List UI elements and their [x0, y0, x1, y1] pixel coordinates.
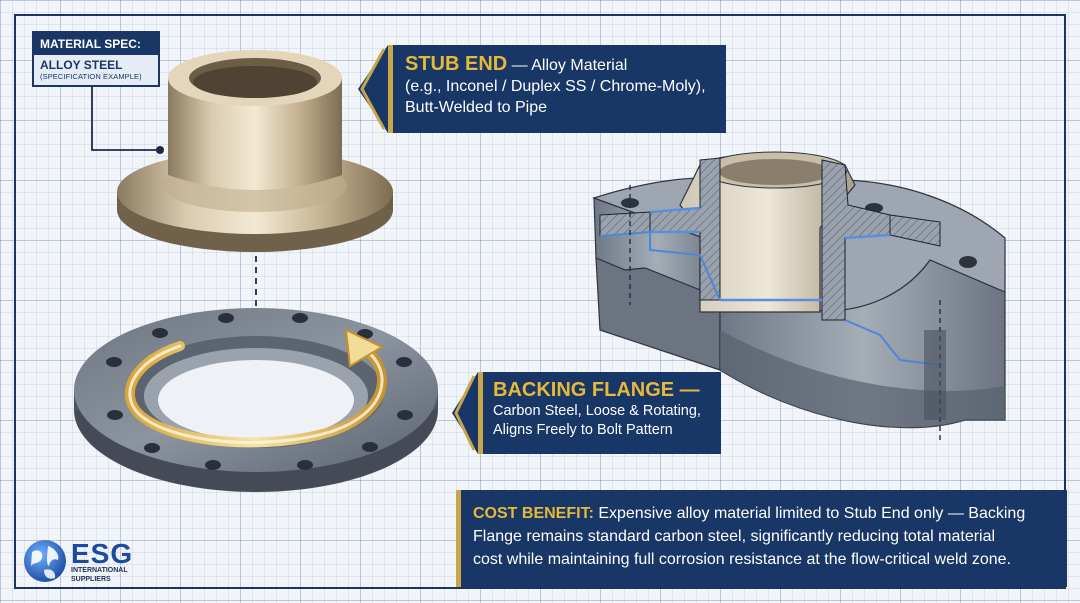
logo-line2: SUPPLIERS — [71, 576, 111, 583]
stub-end-line1: STUB END — Alloy Material — [405, 54, 714, 76]
cost-benefit-title: COST BENEFIT: — [473, 505, 594, 522]
logo-line1: INTERNATIONAL — [71, 567, 128, 574]
callout-pointer-gold-stub — [360, 48, 386, 130]
esg-logo: ESG INTERNATIONAL SUPPLIERS — [20, 536, 170, 586]
cutaway-assembly-illustration — [592, 151, 1006, 440]
globe-icon — [24, 540, 66, 582]
material-spec-header: MATERIAL SPEC: — [34, 33, 158, 55]
backing-flange-line2: Aligns Freely to Bolt Pattern — [493, 422, 673, 438]
callout-pointer-gold-backing — [454, 375, 476, 451]
backing-flange-title: BACKING FLANGE — — [493, 379, 700, 401]
cost-benefit-line2: Flange remains standard carbon steel, si… — [473, 528, 996, 545]
stub-end-line3: Butt-Welded to Pipe — [405, 99, 548, 116]
spec-leader-dot — [156, 146, 164, 154]
backing-flange-line1: Carbon Steel, Loose & Rotating, — [493, 403, 701, 419]
material-spec-box: MATERIAL SPEC: ALLOY STEEL (SPECIFICATIO… — [32, 31, 160, 87]
stub-end-illustration — [117, 50, 393, 252]
callout-pointer-backing — [452, 372, 478, 454]
cost-benefit-line1-rest: Expensive alloy material limited to Stub… — [593, 505, 1026, 522]
stub-end-callout: STUB END — Alloy Material (e.g., Inconel… — [388, 45, 726, 133]
material-spec-note: (SPECIFICATION EXAMPLE) — [40, 72, 142, 81]
logo-name: ESG — [71, 538, 134, 569]
material-spec-body: ALLOY STEEL (SPECIFICATION EXAMPLE) — [34, 55, 158, 85]
stub-end-line2: (e.g., Inconel / Duplex SS / Chrome-Moly… — [405, 78, 706, 95]
stub-end-line1-rest: — Alloy Material — [507, 57, 628, 74]
rotation-arrow-icon — [124, 328, 387, 448]
cost-benefit-line1: COST BENEFIT: Expensive alloy material l… — [473, 502, 1055, 525]
spec-leader-line — [91, 86, 160, 151]
backing-flange-callout: BACKING FLANGE — Carbon Steel, Loose & R… — [478, 372, 721, 454]
cost-benefit-callout: COST BENEFIT: Expensive alloy material l… — [456, 490, 1067, 587]
cost-benefit-line3: cost while maintaining full corrosion re… — [473, 551, 1012, 568]
callout-pointer-icon — [358, 45, 388, 133]
material-spec-value: ALLOY STEEL — [40, 58, 123, 72]
stub-end-title: STUB END — [405, 53, 508, 75]
